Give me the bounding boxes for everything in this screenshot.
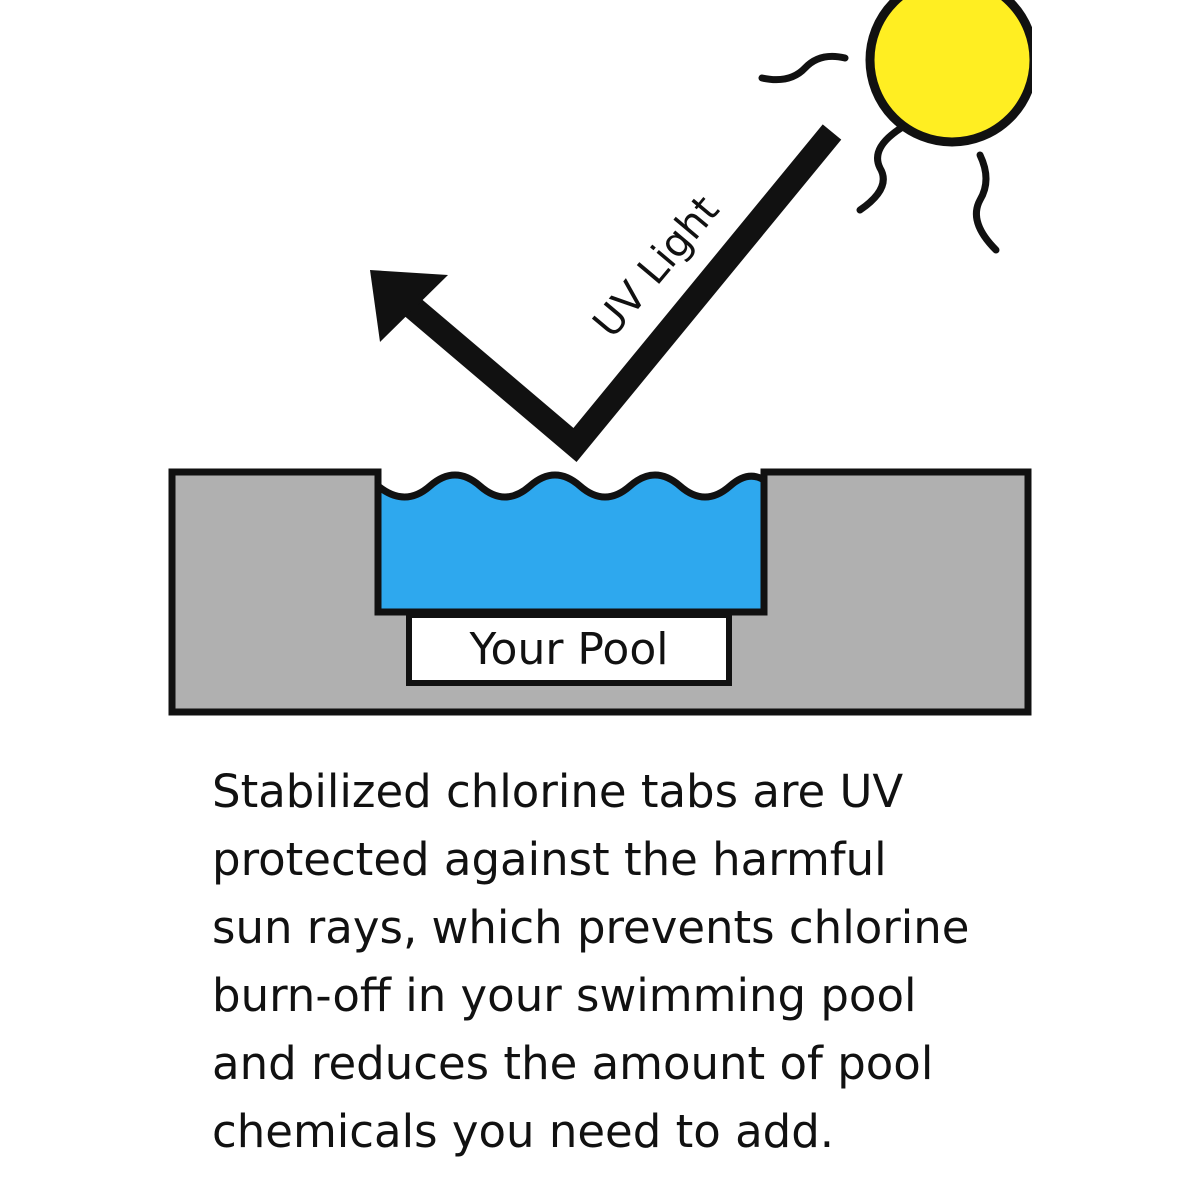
sun-ray — [860, 128, 901, 210]
sun-ray — [762, 56, 845, 79]
sun-icon — [762, 0, 1200, 250]
pool-label: Your Pool — [469, 624, 669, 675]
caption-line: Stabilized chlorine tabs are UV — [212, 758, 1112, 826]
caption-line: burn-off in your swimming pool — [212, 962, 1112, 1030]
caption-line: sun rays, which prevents chlorine — [212, 894, 1112, 962]
sun-disc — [870, 0, 1034, 142]
caption-text: Stabilized chlorine tabs are UV protecte… — [212, 758, 1112, 1166]
sun-ray — [976, 155, 996, 250]
caption-line: chemicals you need to add. — [212, 1098, 1112, 1166]
caption-line: protected against the harmful — [212, 826, 1112, 894]
caption-line: and reduces the amount of pool — [212, 1030, 1112, 1098]
pool-cross-section: Your Pool — [172, 472, 1028, 712]
pool-water — [378, 475, 764, 612]
uv-arrow-icon: UV Light — [370, 132, 832, 445]
sun-crop — [1032, 0, 1200, 200]
